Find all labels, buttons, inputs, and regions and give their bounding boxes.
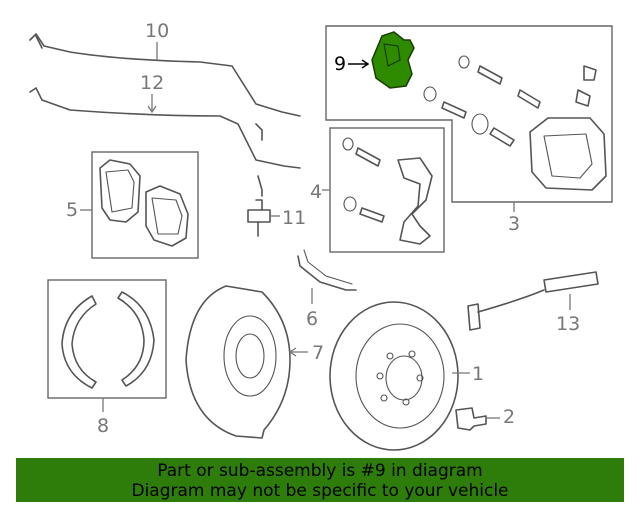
part-8-parking-shoes[interactable] [61,291,155,389]
info-banner: Part or sub-assembly is #9 in diagram Di… [16,458,624,502]
part-5-brake-pads[interactable] [99,159,189,247]
part-1-rotor[interactable] [329,301,459,451]
callout-12: 12 [140,72,164,114]
part-10-brake-line[interactable] [29,33,301,117]
svg-text:8: 8 [97,415,109,437]
svg-text:5: 5 [66,199,78,221]
svg-text:12: 12 [140,72,164,94]
callout-8: 8 [97,398,109,437]
part-7-dust-shield[interactable] [185,285,291,439]
callout-6: 6 [306,288,318,330]
part-3-caliper[interactable] [423,55,607,191]
svg-text:6: 6 [306,308,318,330]
callout-11: 11 [270,207,306,229]
banner-line-2: Diagram may not be specific to your vehi… [131,481,509,501]
svg-text:1: 1 [472,363,484,385]
svg-text:7: 7 [312,342,324,364]
svg-text:13: 13 [556,313,580,335]
banner-line-1: Part or sub-assembly is #9 in diagram [157,461,483,481]
part-9-shape [371,31,415,89]
parts-diagram: 10 12 5 11 6 [29,20,613,451]
callout-13: 13 [556,294,580,335]
part-4-caliper-bracket[interactable] [342,137,433,245]
part-6-hose[interactable] [297,249,357,291]
svg-text:3: 3 [508,213,520,235]
part-5-box [91,151,199,259]
callout-5: 5 [66,199,92,221]
svg-text:11: 11 [282,207,306,229]
callout-1: 1 [452,363,484,385]
part-2-bolt[interactable] [455,407,487,431]
svg-text:9: 9 [334,53,346,75]
part-13-wear-sensor[interactable] [467,271,599,331]
svg-text:2: 2 [503,406,515,428]
callout-9: 9 [334,53,370,75]
svg-text:10: 10 [145,20,169,42]
callout-2: 2 [486,406,515,428]
part-3-box [325,25,613,203]
svg-text:4: 4 [310,181,322,203]
callout-10: 10 [145,20,169,60]
part-12-brake-line[interactable] [29,87,301,197]
part-8-box [47,279,167,399]
callout-4: 4 [310,181,330,203]
callout-7: 7 [288,342,324,364]
part-9-highlighted[interactable] [371,31,415,89]
callout-3: 3 [508,202,520,235]
part-11-sensor[interactable] [247,199,271,237]
